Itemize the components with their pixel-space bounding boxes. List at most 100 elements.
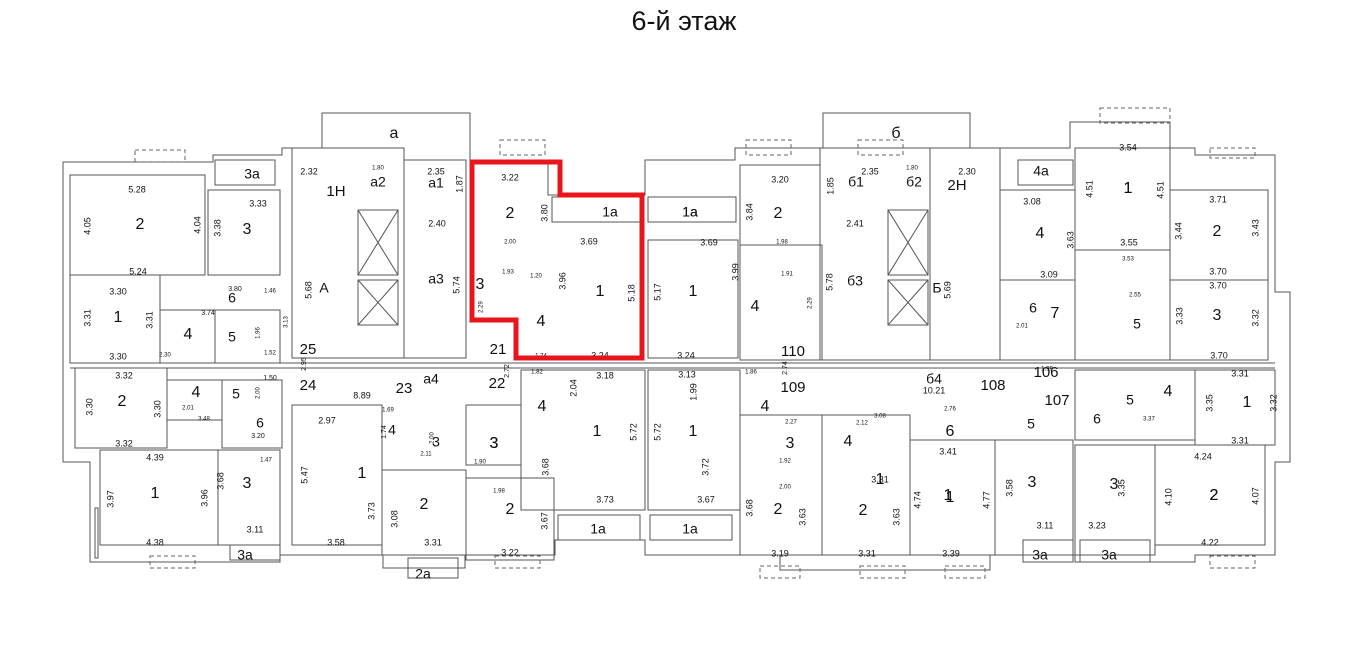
room-label: б4 — [926, 371, 942, 387]
room-label: 7 — [1051, 305, 1060, 322]
dimension-label: 1.20 — [530, 274, 542, 280]
room-label: а3 — [428, 271, 444, 287]
dimension-label: 5.74 — [451, 276, 461, 294]
dimension-label: 2.01 — [1016, 324, 1028, 330]
dimension-label: 5.17 — [652, 283, 662, 301]
room-label: 5 — [1027, 416, 1035, 432]
room-label: 3 — [490, 435, 499, 452]
dimension-label: 1.52 — [264, 351, 276, 357]
dimension-label: 3.68 — [744, 499, 754, 517]
room-label: 1 — [358, 465, 367, 482]
dimension-label: 3.37 — [1143, 417, 1155, 423]
room-label: 5 — [1126, 392, 1134, 408]
dimension-label: 3.84 — [744, 203, 754, 221]
dimension-label: 3.30 — [152, 400, 162, 418]
dimension-label: 4.24 — [1194, 451, 1212, 461]
dimension-label: 1.69 — [382, 408, 394, 414]
dimension-label: 3.08 — [389, 510, 399, 528]
dimension-label: 5.18 — [626, 284, 636, 302]
dimension-label: 5.24 — [129, 266, 147, 276]
dimension-label: 3.32 — [1268, 394, 1278, 412]
apartment-number: 21 — [490, 341, 507, 358]
dimension-label: 5.68 — [303, 281, 313, 299]
room-label: 1 — [1243, 394, 1252, 411]
dimension-label: 1.87 — [454, 175, 464, 193]
dimension-label: 1.46 — [264, 289, 276, 295]
dimension-label: 3.24 — [677, 350, 695, 360]
dimension-label: 1.47 — [260, 458, 272, 464]
dimension-label: 3.13 — [678, 369, 696, 379]
dashed-balconies — [134, 107, 1256, 579]
dimension-label: 4.10 — [1163, 488, 1173, 506]
dimension-label: 1.82 — [531, 370, 543, 376]
dimension-label: 2.97 — [318, 415, 336, 425]
dimension-label: 1.96 — [256, 327, 262, 339]
dimension-label: 3.31 — [858, 548, 876, 558]
dimension-label: 2.04 — [568, 379, 578, 397]
dimension-label: 1.85 — [825, 177, 835, 195]
apartment-number: 107 — [1044, 392, 1069, 409]
room-label: 1 — [946, 489, 955, 506]
dimension-label: 3.43 — [1250, 219, 1260, 237]
dimension-label: 2.00 — [430, 432, 436, 444]
dimension-label: 4.22 — [1201, 537, 1219, 547]
room-label: 6 — [946, 423, 955, 440]
dimension-label: 5.72 — [652, 423, 662, 441]
dimension-label: 3.69 — [700, 237, 718, 247]
dimension-label: 1.92 — [779, 459, 791, 465]
dimension-label: 2.29 — [808, 297, 814, 309]
room-label: б1 — [848, 174, 864, 190]
dimension-label: 3.19 — [771, 548, 789, 558]
dimension-label: 3.31 — [1231, 368, 1249, 378]
room-label: 1а — [682, 521, 698, 537]
dimension-label: 4.51 — [1084, 180, 1094, 198]
dimension-label: 3.32 — [115, 438, 133, 448]
room-label: 1а — [590, 521, 606, 537]
dimension-label: 3.31 — [424, 537, 442, 547]
dimension-label: 3.63 — [797, 508, 807, 526]
room-label: 2 — [420, 496, 429, 513]
room-label: 2 — [1210, 487, 1219, 504]
room-label: 2 — [506, 501, 515, 518]
room-label: 4 — [537, 313, 546, 330]
room-label: 5 — [232, 386, 240, 402]
room-label: 6 — [1093, 411, 1101, 427]
dimension-label: 3.31 — [144, 311, 154, 329]
dimension-label: 10.21 — [923, 385, 946, 395]
dimension-label: 1.90 — [474, 460, 486, 466]
apartment-21-highlight — [469, 159, 645, 361]
dimension-label: 3.96 — [557, 272, 567, 290]
room-label: 3 — [490, 435, 499, 452]
dimension-label: 2.27 — [785, 420, 797, 426]
dimension-label: 5.47 — [299, 466, 309, 484]
room-label: 5 — [228, 329, 236, 345]
dimension-label: 3.80 — [228, 286, 242, 293]
dimension-label: 2.12 — [856, 421, 868, 427]
dimension-label: 3.96 — [199, 489, 209, 507]
room-label: а2 — [370, 174, 386, 190]
dimension-label: 3.20 — [771, 174, 789, 184]
room-label: 2а — [415, 566, 431, 582]
dimension-label: 3.31 — [1231, 435, 1249, 445]
room-label: 2 — [774, 501, 783, 518]
dimension-label: 3.58 — [1004, 479, 1014, 497]
dimension-label: 3.30 — [109, 286, 127, 296]
dimension-label: 3.71 — [1209, 194, 1227, 204]
room-label: 6 — [1029, 300, 1037, 316]
dimension-label: 3.22 — [501, 547, 519, 557]
apartment-number: 108 — [980, 377, 1005, 394]
room-label: 4 — [184, 326, 193, 343]
plan-walls — [62, 112, 1291, 579]
dimension-label: 3.48 — [198, 417, 210, 423]
dimension-label: 1.80 — [906, 166, 918, 172]
room-label: 1 — [689, 283, 698, 300]
apartment-number: 109 — [780, 379, 805, 396]
dimension-label: 3.70 — [1209, 280, 1227, 290]
room-label: Б — [932, 280, 941, 296]
apartment-number: 25 — [300, 341, 317, 358]
dimension-label: 2.00 — [504, 240, 516, 246]
dimension-label: 1.74 — [381, 425, 388, 439]
dimension-label: 1.50 — [263, 375, 277, 382]
apartment-number: 110 — [781, 343, 805, 360]
